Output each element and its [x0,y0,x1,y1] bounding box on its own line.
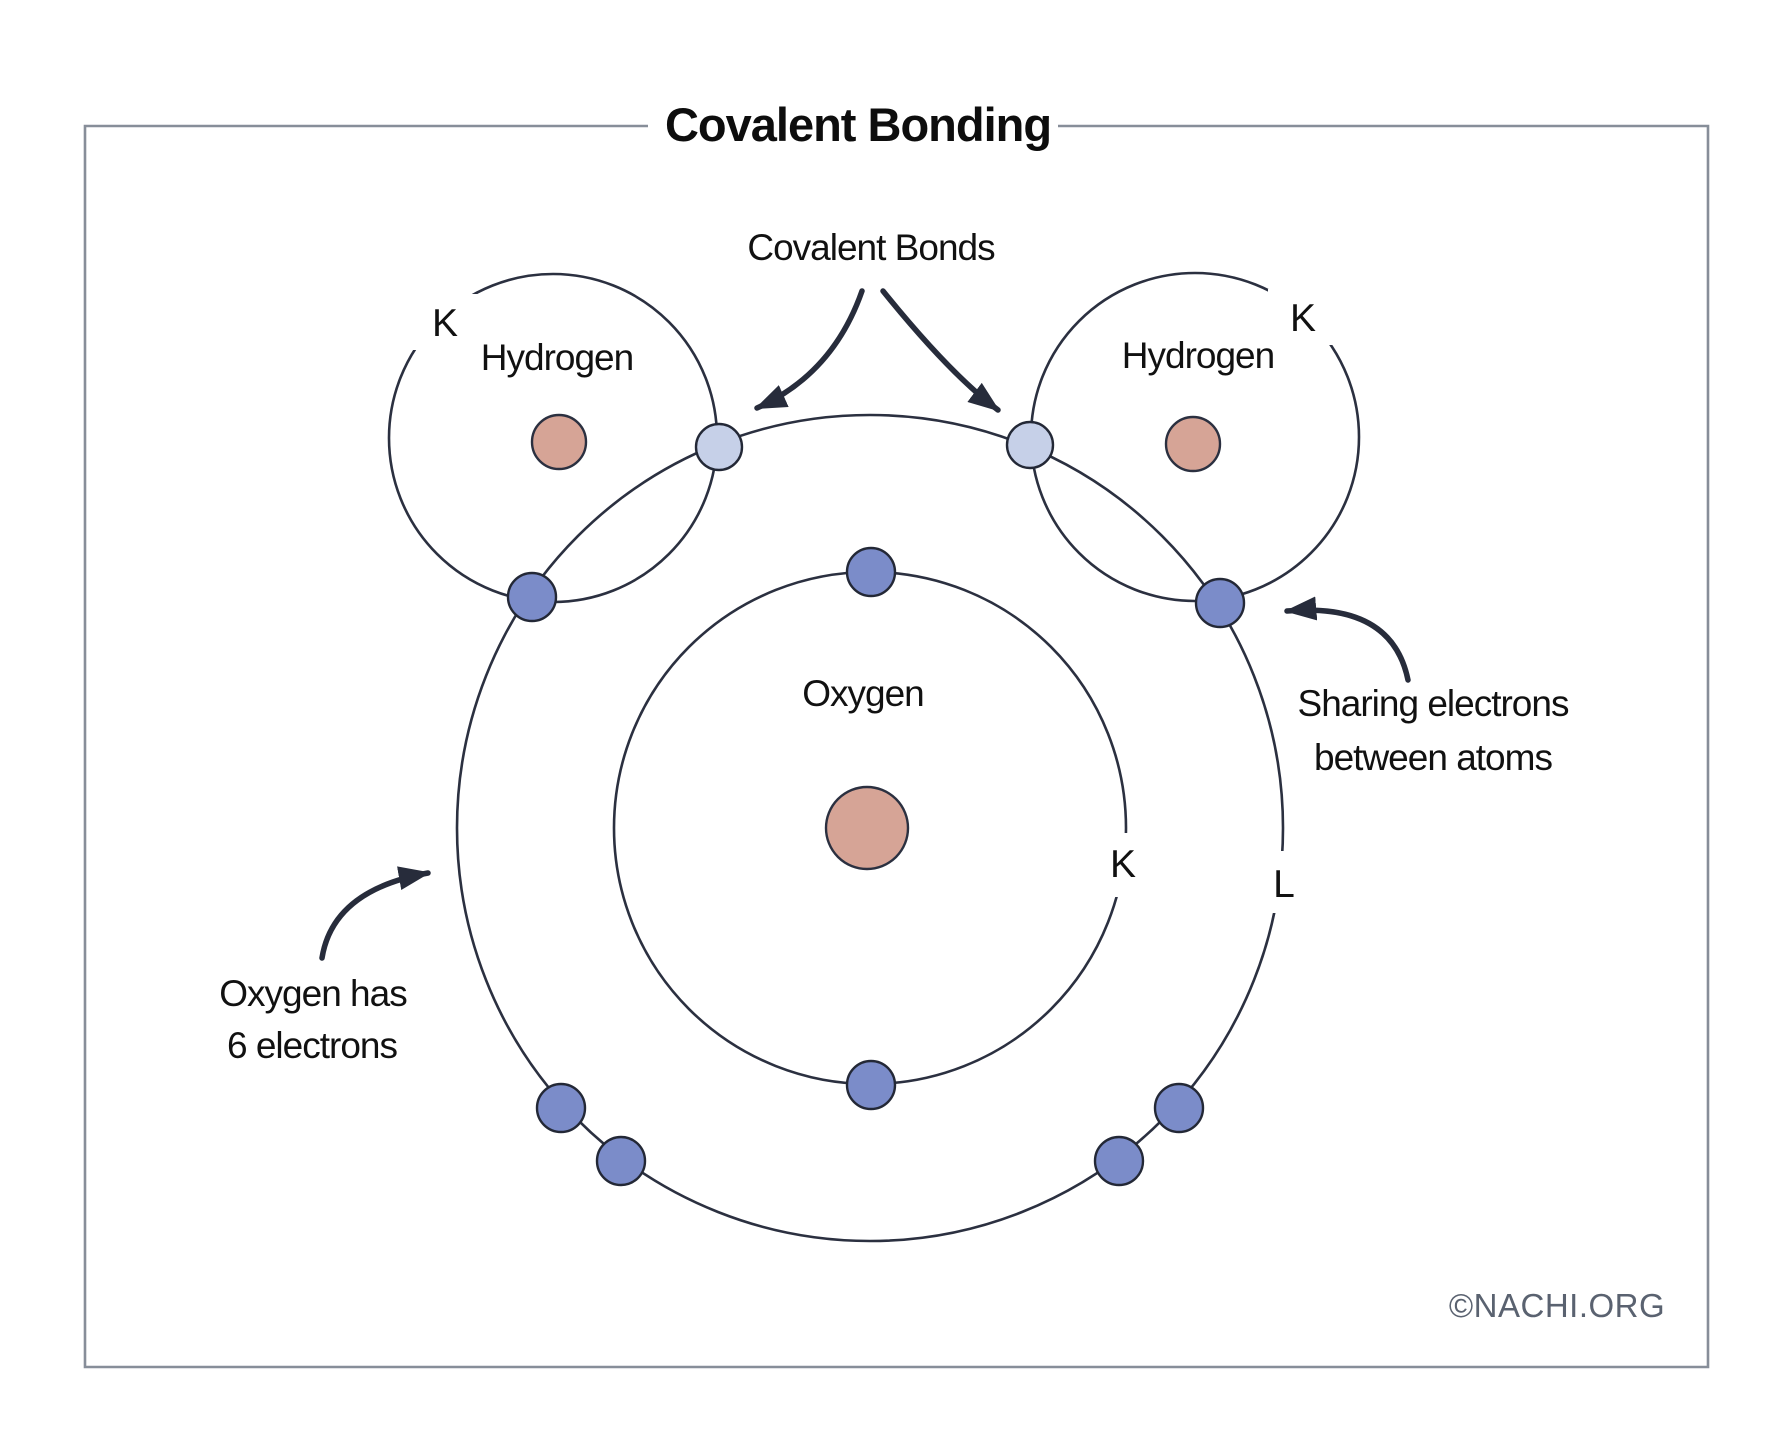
hydrogen-right-nucleus [1164,415,1222,473]
mask-k-oxygen [1092,833,1156,897]
oxygen-l-electron-pair-right-2 [1153,1082,1205,1134]
bond-electron-left-lower [506,571,558,623]
covalent-bond-arrow-right [880,288,1001,413]
bond-electron-right-lower [1194,577,1246,629]
oxygen-electrons-arrow [319,866,431,961]
oxygen-l-shell-circle [455,413,1285,1243]
hydrogen-left-label: Hydrogen [481,337,633,378]
oxygen-k-electron-top [845,546,897,598]
mask-k-hydrogen-right [1268,289,1336,345]
oxygen-nucleus [824,785,910,871]
k-shell-label-hydrogen-right: K [1290,297,1316,340]
oxygen-l-electron-pair-left-2 [595,1135,647,1187]
sharing-electrons-note-line2: between atoms [1314,737,1552,778]
shared-electron-right [1005,420,1055,470]
covalent-bonds-label: Covalent Bonds [747,227,995,268]
oxygen-k-electron-bottom [845,1059,897,1111]
mask-k-hydrogen-left [410,294,478,350]
covalent-bond-arrow-left [754,288,865,411]
mask-l-oxygen [1254,851,1314,913]
oxygen-l-electron-pair-right-1 [1093,1135,1145,1187]
oxygen-l-electron-pair-left-1 [535,1082,587,1134]
oxygen-label: Oxygen [802,673,924,714]
k-shell-label-oxygen: K [1110,843,1136,886]
l-shell-label-oxygen: L [1273,863,1295,906]
credit-text: ©NACHI.ORG [1449,1287,1665,1324]
sharing-electrons-arrow [1284,596,1411,683]
frame-border [83,124,1710,1369]
hydrogen-left-nucleus [530,413,588,471]
k-shell-label-hydrogen-left: K [432,302,458,345]
oxygen-electrons-note-line1: Oxygen has [219,973,407,1014]
diagram-title: Covalent Bonding [665,98,1051,151]
oxygen-electrons-note-line2: 6 electrons [227,1025,397,1066]
hydrogen-right-label: Hydrogen [1122,335,1274,376]
shared-electron-left [694,422,744,472]
sharing-electrons-note-line1: Sharing electrons [1298,683,1569,724]
